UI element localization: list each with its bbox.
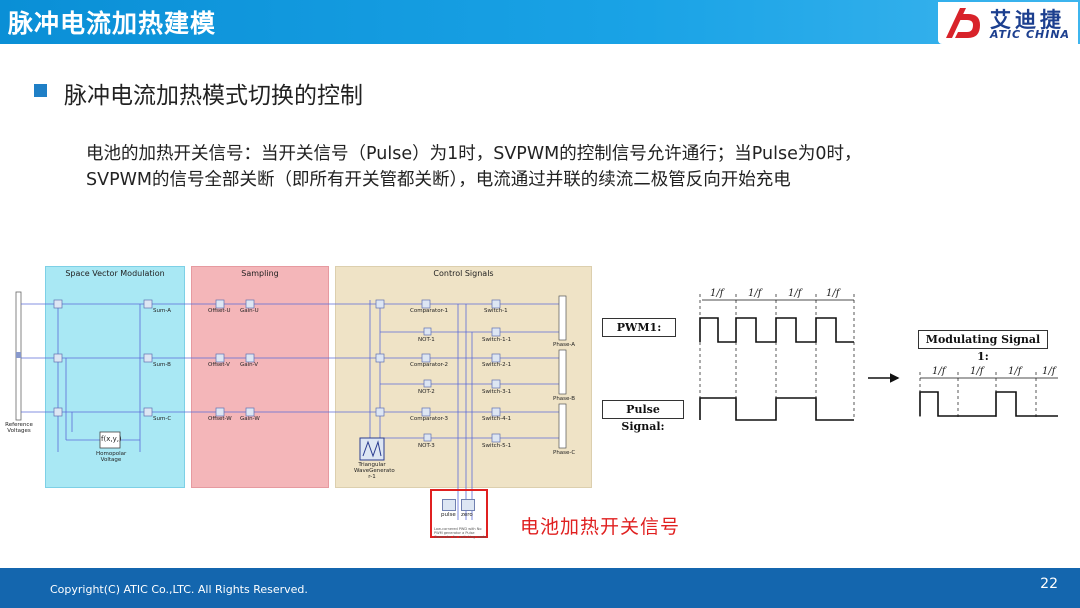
label-offset-w: Offset-W (208, 416, 232, 422)
bullet-square-icon (34, 84, 47, 97)
label-not-1: NOT-1 (418, 337, 435, 343)
period-label-2: 1/f (748, 288, 762, 299)
label-not-2: NOT-2 (418, 389, 435, 395)
label-sum-b: Sum-B (153, 362, 171, 368)
panel-space-vector-modulation: Space Vector Modulation (45, 266, 185, 488)
description-line-1: 电池的加热开关信号：当开关信号（Pulse）为1时，SVPWM的控制信号允许通行… (86, 144, 862, 164)
label-gain-w: Gain-W (240, 416, 260, 422)
period-label-4: 1/f (826, 288, 840, 299)
description-line-2: SVPWM的信号全部关断（即所有开关管都关断），电流通过并联的续流二极管反向开始… (86, 170, 791, 190)
label-pulse: pulse (441, 512, 456, 518)
atic-logo-icon (946, 8, 980, 38)
footer-bar: Copyright(C) ATIC Co.,LTC. All Rights Re… (0, 568, 1080, 608)
label-homopolar-voltage: Homopolar Voltage (96, 451, 127, 463)
label-comparator-3: Comparator-3 (410, 416, 448, 422)
label-gain-u: Gain-U (240, 308, 259, 314)
label-triangular-wave-generator: Triangular WaveGenerato r-1 (354, 462, 395, 480)
pulse-signal-caption: 电池加热开关信号 (520, 516, 681, 538)
label-not-3: NOT-3 (418, 443, 435, 449)
panel-title-control: Control Signals (433, 269, 494, 278)
label-phase-b: Phase-B (553, 396, 575, 402)
mod-period-label-4: 1/f (1042, 366, 1056, 377)
label-reference-voltages: Reference Voltages (5, 422, 33, 434)
svpwm-block-diagram: Space Vector Modulation Sampling Control… (5, 260, 592, 542)
diagram-wiring (15, 291, 567, 520)
mod-period-label-3: 1/f (1008, 366, 1022, 377)
period-label-1: 1/f (710, 288, 724, 299)
timing-waveforms (699, 294, 1058, 421)
label-comparator-1: Comparator-1 (410, 308, 448, 314)
label-homopolar-fn: f(x,y,) (101, 435, 122, 443)
panel-title-svm: Space Vector Modulation (65, 269, 165, 278)
pulse-signal-label: Pulse Signal: (602, 400, 684, 433)
label-phase-a: Phase-A (553, 342, 576, 348)
label-offset-v: Offset-V (208, 362, 230, 368)
slide-title: 脉冲电流加热建模 (8, 9, 217, 38)
logo-text-en: ATIC CHINA (990, 28, 1071, 41)
mod-period-label-1: 1/f (932, 366, 946, 377)
section-heading: 脉冲电流加热模式切换的控制 (64, 83, 363, 109)
label-pulse-note: Low-cornered PWD with No PWM generator a… (434, 527, 487, 539)
label-sum-c: Sum-C (153, 416, 172, 422)
copyright-text: Copyright(C) ATIC Co.,LTC. All Rights Re… (50, 583, 308, 596)
label-zero: zero (461, 512, 473, 518)
label-switch-5-1: Switch-5-1 (482, 443, 512, 449)
mod-period-label-2: 1/f (970, 366, 984, 377)
pwm-signal-label: PWM1: (602, 318, 676, 337)
label-offset-u: Offset-U (208, 308, 231, 314)
zero-block-icon (461, 499, 475, 511)
company-logo: 艾迪捷 ATIC CHINA (938, 2, 1078, 44)
label-switch-1-1: Switch-1-1 (482, 337, 512, 343)
label-switch-1: Switch-1 (484, 308, 508, 314)
panel-title-sampling: Sampling (241, 269, 279, 278)
label-switch-4-1: Switch-4-1 (482, 416, 512, 422)
label-switch-2-1: Switch-2-1 (482, 362, 512, 368)
signal-timing-diagrams: 1/f 1/f 1/f 1/f 1/f 1/f 1/f 1/f PWM1: Pu… (596, 280, 1058, 440)
label-phase-c: Phase-C (553, 450, 576, 456)
pulse-block-icon (442, 499, 456, 511)
page-number: 22 (1040, 576, 1058, 592)
title-bar: 脉冲电流加热建模 艾迪捷 ATIC CHINA (0, 0, 1080, 44)
logo-text-cn: 艾迪捷 (990, 8, 1065, 32)
period-label-3: 1/f (788, 288, 802, 299)
label-comparator-2: Comparator-2 (410, 362, 448, 368)
modulating-signal-label: Modulating Signal 1: (918, 330, 1048, 363)
pulse-signal-highlight-box: pulse zero Low-cornered PWD with No PWM … (430, 489, 488, 539)
label-switch-3-1: Switch-3-1 (482, 389, 512, 395)
label-gain-v: Gain-V (240, 362, 259, 368)
label-sum-a: Sum-A (153, 308, 171, 314)
panel-sampling: Sampling (191, 266, 329, 488)
